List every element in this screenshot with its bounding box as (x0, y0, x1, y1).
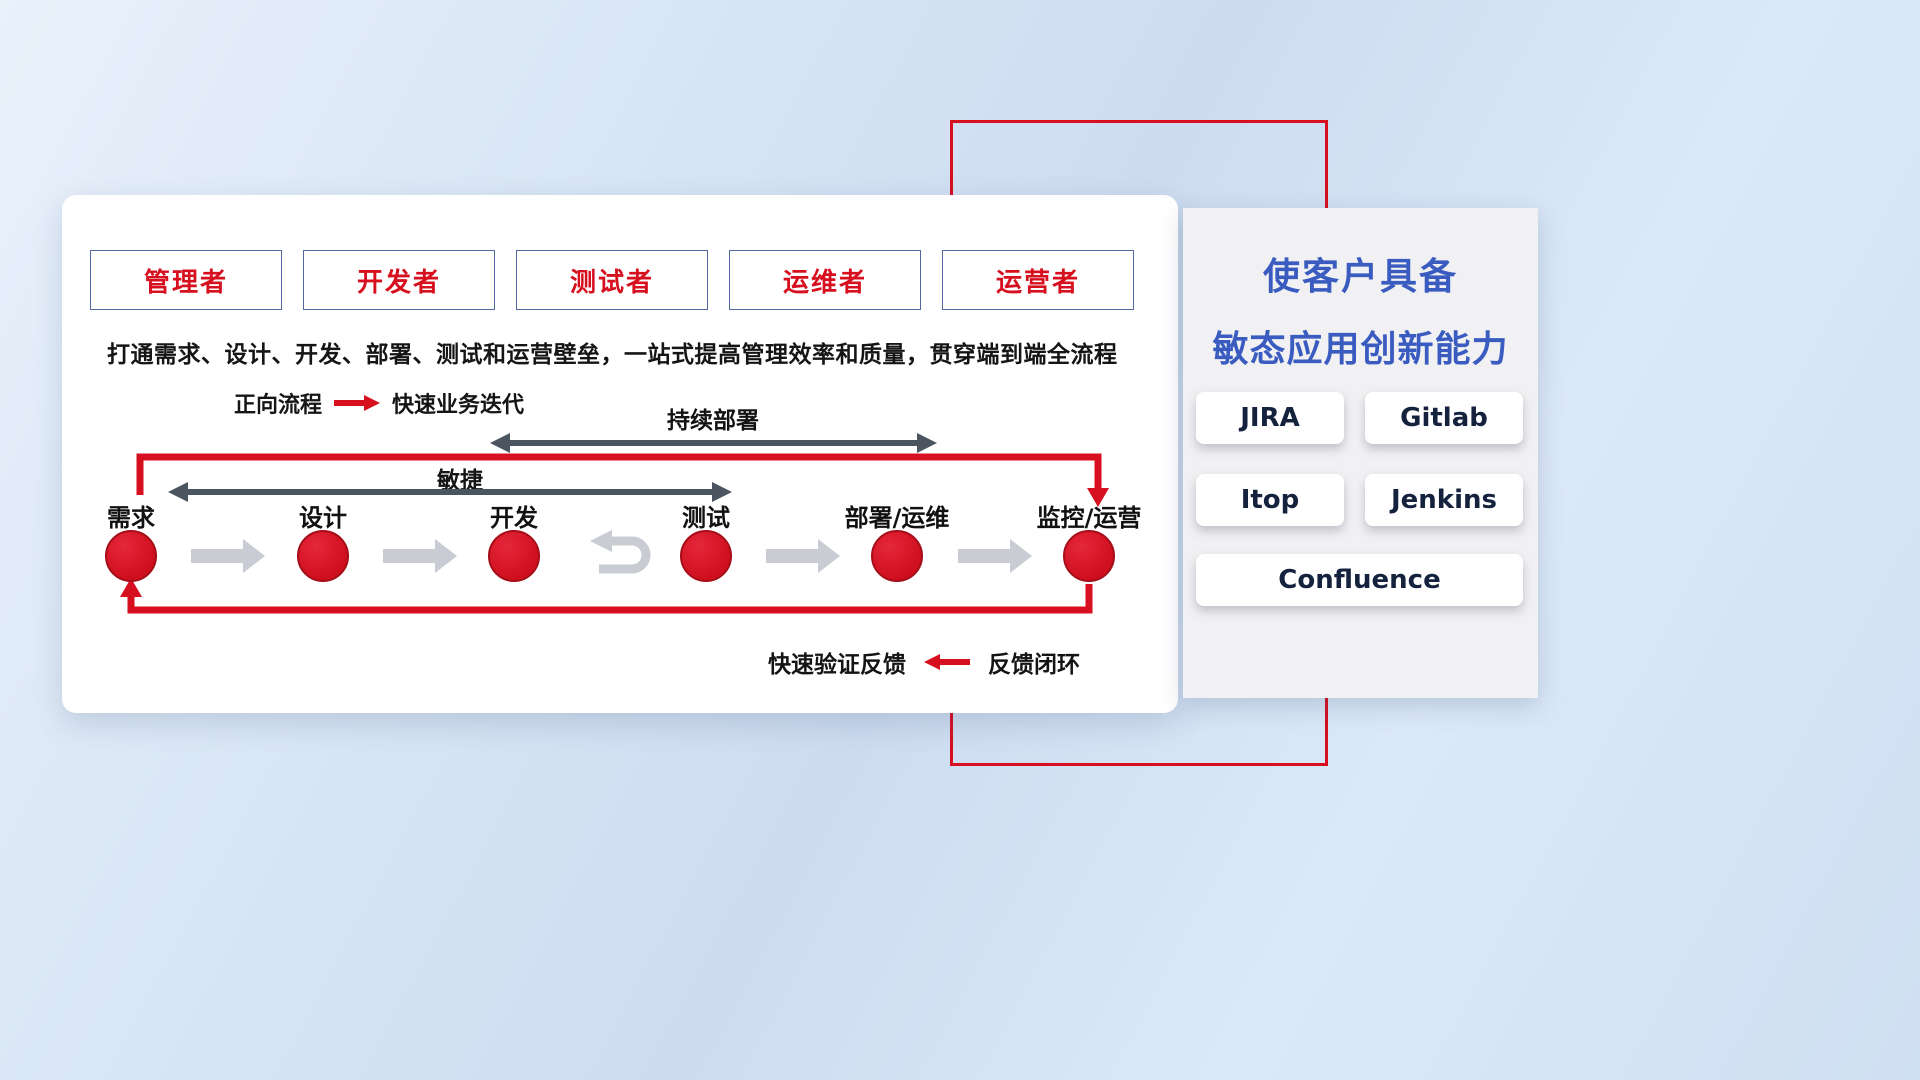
feedback-legend-label: 反馈闭环 (988, 652, 1080, 678)
feedback-legend-value: 快速验证反馈 (768, 652, 906, 678)
stage-node-requirements (105, 530, 157, 582)
stage-label-test: 测试 (682, 504, 730, 532)
workflow-card: 管理者 开发者 测试者 运维者 运营者 打通需求、设计、开发、部署、测试和运营壁… (62, 195, 1178, 713)
arrow-right-icon (334, 395, 381, 411)
stage-node-deploy-ops (871, 530, 923, 582)
tool-jira: JIRA (1196, 392, 1344, 444)
role-ops: 运维者 (729, 250, 921, 310)
role-manager: 管理者 (90, 250, 282, 310)
stage-label-deploy-ops: 部署/运维 (844, 504, 950, 532)
tool-confluence: Confluence (1196, 554, 1523, 606)
tool-jenkins: Jenkins (1365, 474, 1523, 526)
stage-node-monitor-operate (1063, 530, 1115, 582)
forward-legend: 正向流程 快速业务迭代 (234, 387, 524, 419)
stage-label-monitor-operate: 监控/运营 (1036, 504, 1142, 532)
stage-node-develop (488, 530, 540, 582)
stage-label-develop: 开发 (490, 504, 538, 532)
role-tester: 测试者 (516, 250, 708, 310)
role-boxes-row: 管理者 开发者 测试者 运维者 运营者 (90, 250, 1134, 310)
capability-panel: 使客户具备 敏态应用创新能力 JIRA Gitlab Itop Jenkins … (1183, 208, 1538, 698)
panel-title-line1: 使客户具备 (1263, 255, 1458, 298)
flow-arrows (120, 433, 1109, 614)
feedback-legend: 快速验证反馈 反馈闭环 (768, 645, 1080, 679)
description-text: 打通需求、设计、开发、部署、测试和运营壁垒，一站式提高管理效率和质量，贯穿端到端… (107, 342, 1118, 368)
arrow-left-icon (924, 654, 970, 670)
forward-legend-label: 正向流程 (234, 393, 323, 418)
stage-label-design: 设计 (299, 504, 347, 532)
tool-gitlab: Gitlab (1365, 392, 1523, 444)
tool-itop: Itop (1196, 474, 1344, 526)
forward-legend-value: 快速业务迭代 (392, 393, 525, 418)
stage-label-requirements: 需求 (107, 504, 155, 532)
role-operator: 运营者 (942, 250, 1134, 310)
stage-node-test (680, 530, 732, 582)
panel-title-line2: 敏态应用创新能力 (1212, 329, 1509, 370)
role-developer: 开发者 (303, 250, 495, 310)
stage-node-design (297, 530, 349, 582)
continuous-deployment-label: 持续部署 (667, 408, 759, 434)
